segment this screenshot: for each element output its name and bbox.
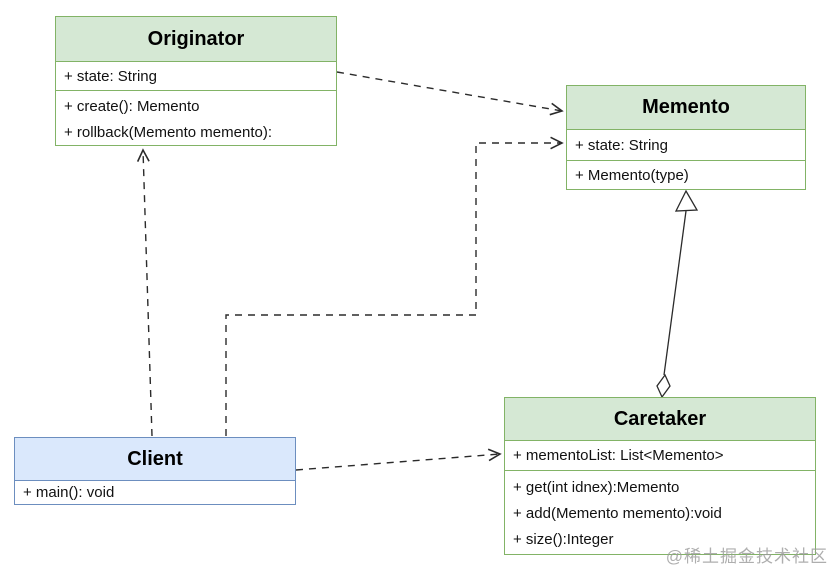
class-memento-title: Memento [567,86,805,130]
class-client-title: Client [15,438,295,481]
class-method: + rollback(Memento memento): [64,123,272,141]
dependency-arrow-client-to-memento [225,136,564,436]
class-method: + create(): Memento [64,97,200,115]
class-method: + main(): void [23,484,115,501]
aggregation-line [663,210,687,376]
class-memento-attributes: + state: String [567,130,805,160]
class-method: + size():Integer [513,530,614,548]
class-memento-methods: + Memento(type) [567,160,805,189]
class-memento: Memento + state: String + Memento(type) [566,85,806,190]
aggregation-link-caretaker-to-memento [656,189,699,399]
hollow-triangle-arrowhead [674,189,699,212]
class-attribute: + mementoList: List<Memento> [513,447,724,464]
class-client: Client + main(): void [14,437,296,505]
class-method: + add(Memento memento):void [513,504,722,522]
class-caretaker-title: Caretaker [505,398,815,441]
watermark: @稀土掘金技术社区 [665,547,828,566]
class-originator-methods: + create(): Memento + rollback(Memento m… [56,90,336,145]
class-caretaker: Caretaker + mementoList: List<Memento> +… [504,397,816,555]
class-originator-attributes: + state: String [56,62,336,90]
dependency-arrow-client-to-caretaker [295,448,502,471]
class-attribute: + state: String [575,136,668,154]
class-attribute: + state: String [64,67,157,85]
class-method: + Memento(type) [575,167,689,184]
dependency-arrow-client-to-originator [136,148,153,437]
dependency-arrow-originator-to-memento [336,71,564,116]
class-originator-title: Originator [56,17,336,62]
class-client-methods: + main(): void [15,481,295,504]
hollow-diamond [656,373,671,399]
class-method: + get(int idnex):Memento [513,478,680,496]
class-caretaker-methods: + get(int idnex):Memento + add(Memento m… [505,470,815,554]
class-originator: Originator + state: String + create(): M… [55,16,337,146]
class-caretaker-attributes: + mementoList: List<Memento> [505,441,815,470]
